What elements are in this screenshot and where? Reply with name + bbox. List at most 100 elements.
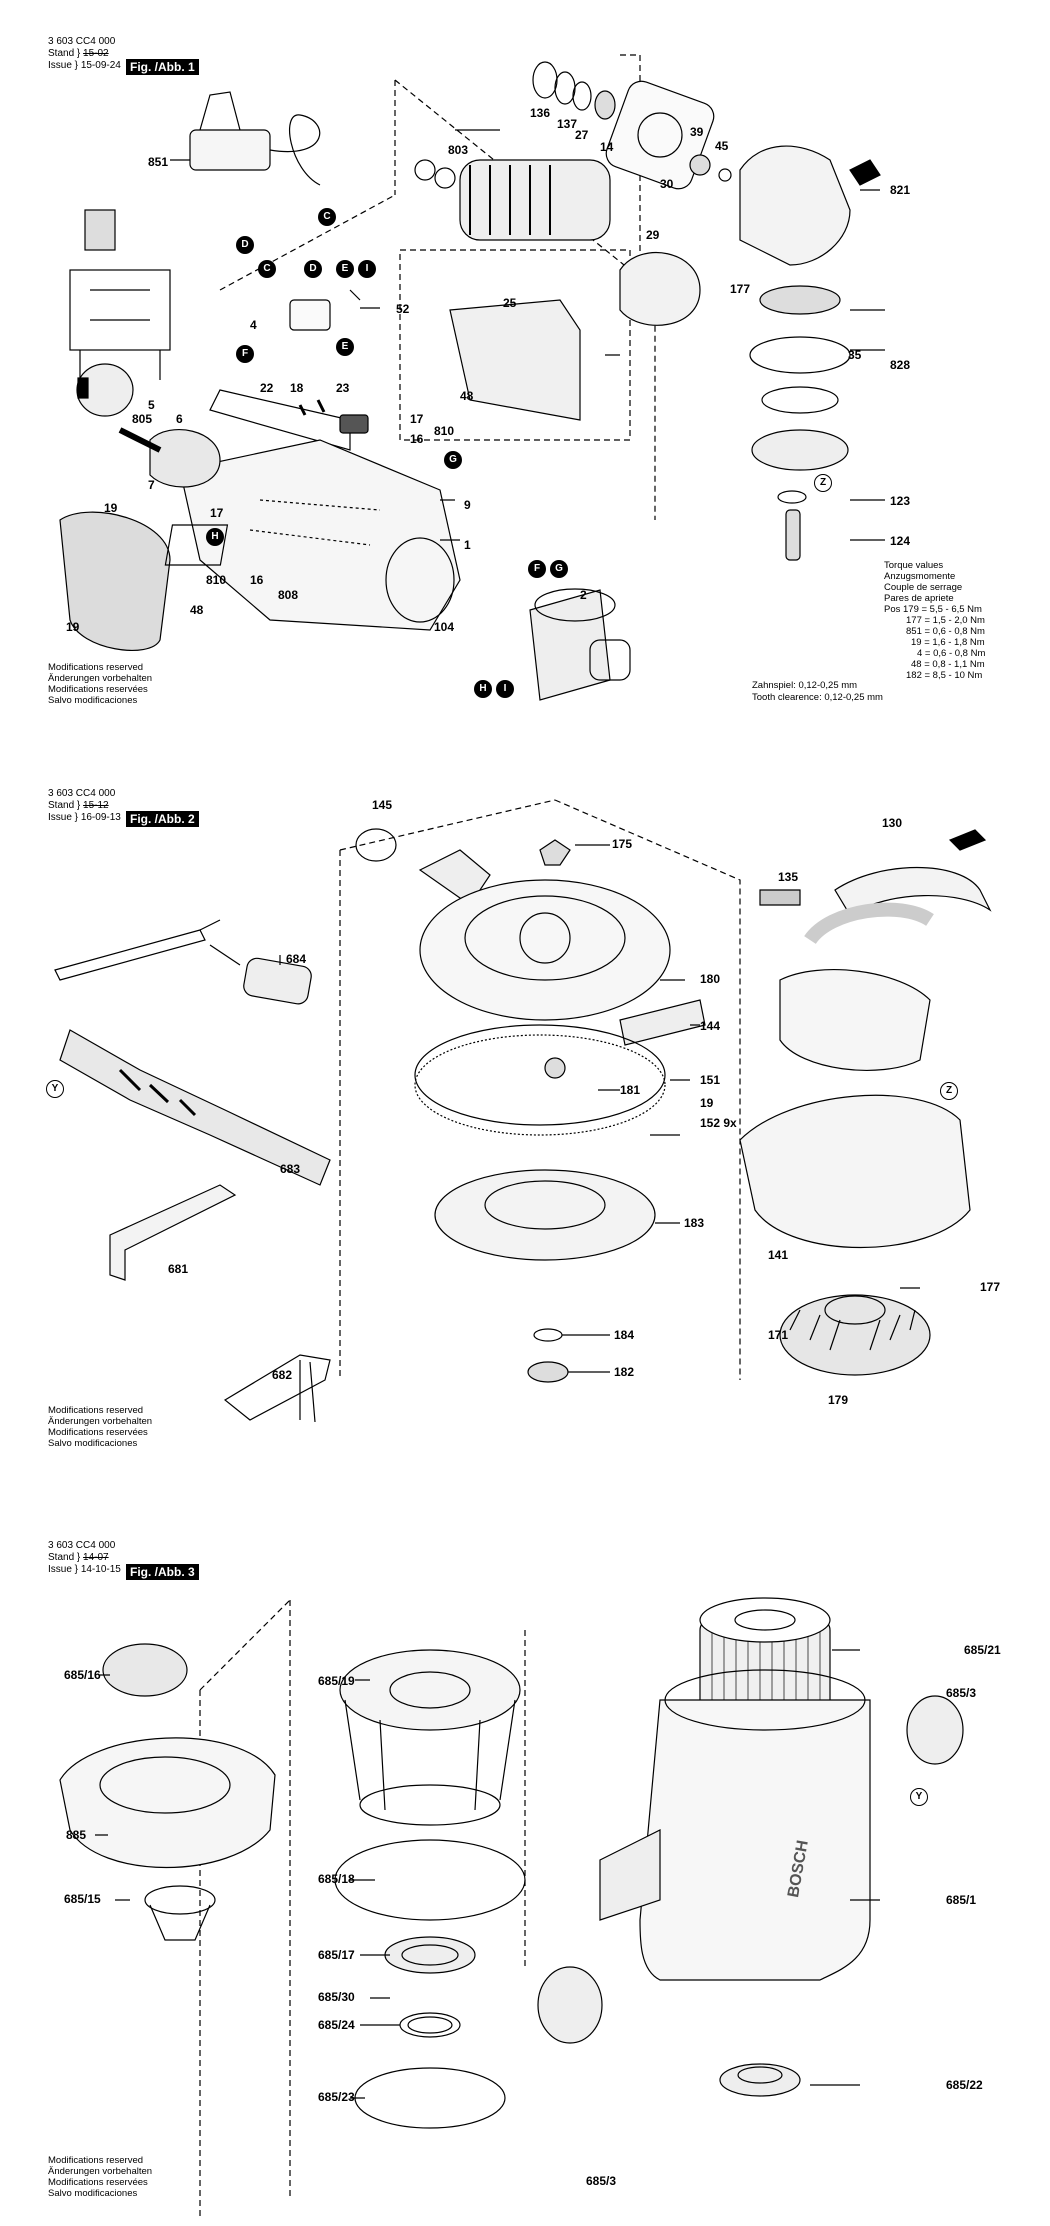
- part-label-16-bottom: 16: [250, 573, 264, 587]
- part-label-135: 135: [778, 870, 799, 884]
- mod-line: Salvo modificaciones: [48, 1438, 138, 1449]
- part-label-808: 808: [278, 588, 299, 602]
- part-label-179: 179: [828, 1393, 849, 1407]
- wire-marker-g-top: G: [444, 451, 462, 469]
- part-label-123: 123: [890, 494, 911, 508]
- part-label-141: 141: [768, 1248, 789, 1262]
- part-label-175: 175: [612, 837, 633, 851]
- part-label-48-top: 48: [460, 389, 474, 403]
- part-label-682: 682: [272, 1368, 293, 1382]
- part-label-151: 151: [700, 1073, 721, 1087]
- sheet-header: 3 603 CC4 000 Stand } 15-12 Issue } 16-0…: [48, 788, 121, 823]
- part-label-19: 19: [700, 1096, 714, 1110]
- wire-marker-i-bottom: I: [496, 680, 514, 698]
- torque-line: 4 = 0,6 - 0,8 Nm: [917, 648, 986, 659]
- part-label-171: 171: [768, 1328, 789, 1342]
- torque-line: 48 = 0,8 - 1,1 Nm: [911, 659, 985, 670]
- part-label-23: 23: [336, 381, 350, 395]
- figure-2-sheet: 3 603 CC4 000 Stand } 15-12 Issue } 16-0…: [0, 740, 1050, 1500]
- part-label-152-9x: 152 9x: [700, 1116, 737, 1130]
- part-label-177: 177: [980, 1280, 1001, 1294]
- part-label-30: 30: [660, 177, 674, 191]
- torque-line: 19 = 1,6 - 1,8 Nm: [911, 637, 985, 648]
- stand-label: Stand: [48, 1552, 75, 1563]
- torque-line: Anzugsmomente: [884, 571, 956, 582]
- modifications-note: Modifications reserved Änderungen vorbeh…: [48, 662, 152, 706]
- clearance-line: Tooth clearence: 0,12-0,25 mm: [752, 692, 883, 703]
- wire-marker-d-top: D: [236, 236, 254, 254]
- figure-3-sheet: 3 603 CC4 000 Stand } 14-07 Issue } 14-1…: [0, 1500, 1050, 2226]
- part-label-17-a: 17: [210, 506, 224, 520]
- exploded-view-drawing-1: [59, 54, 885, 701]
- issue-label: Issue: [48, 812, 72, 823]
- figure-tag: Fig. /Abb. 1: [126, 59, 199, 75]
- part-label-180: 180: [700, 972, 721, 986]
- part-label-685-21: 685/21: [964, 1643, 1001, 1657]
- part-label-17-b: 17: [410, 412, 424, 426]
- issue-date: 15-09-24: [80, 60, 121, 71]
- part-label-7: 7: [148, 478, 155, 492]
- part-label-144: 144: [700, 1019, 721, 1033]
- part-label-22: 22: [260, 381, 274, 395]
- part-label-52: 52: [396, 302, 410, 316]
- wire-marker-i-top: I: [358, 260, 376, 278]
- part-label-184: 184: [614, 1328, 635, 1342]
- part-label-177: 177: [730, 282, 751, 296]
- stand-date: 15-12: [83, 800, 109, 811]
- part-label-685-1: 685/1: [946, 1893, 977, 1907]
- part-label-685-16: 685/16: [64, 1668, 101, 1682]
- part-label-821: 821: [890, 183, 911, 197]
- part-label-810-bottom: 810: [206, 573, 227, 587]
- detail-marker-y: Y: [910, 1788, 928, 1806]
- drawing-number: 3 603 CC4 000: [48, 788, 116, 799]
- mod-line: Modifications reservées: [48, 2177, 148, 2188]
- mod-line: Änderungen vorbehalten: [48, 1416, 153, 1427]
- wire-marker-f-bottom: F: [528, 560, 546, 578]
- issue-label: Issue: [48, 1564, 72, 1575]
- part-label-685-3-top: 685/3: [946, 1686, 977, 1700]
- wire-marker-d-mid: D: [304, 260, 322, 278]
- part-label-145: 145: [372, 798, 393, 812]
- modifications-note: Modifications reserved Änderungen vorbeh…: [48, 2155, 152, 2199]
- part-label-684: 684: [286, 952, 307, 966]
- exploded-view-drawing-2: [54, 799, 992, 1423]
- wire-marker-e-top: E: [336, 260, 354, 278]
- part-label-39: 39: [690, 125, 704, 139]
- part-label-828: 828: [890, 358, 911, 372]
- mod-line: Salvo modificaciones: [48, 695, 138, 706]
- part-label-810-top: 810: [434, 424, 455, 438]
- part-label-182: 182: [614, 1365, 635, 1379]
- part-label-4: 4: [250, 318, 257, 332]
- torque-line: Pos 179 = 5,5 - 6,5 Nm: [884, 604, 982, 615]
- part-label-685-3-bottom: 685/3: [586, 2174, 617, 2188]
- figure-tag: Fig. /Abb. 2: [126, 811, 199, 827]
- part-label-885: 885: [66, 1828, 87, 1842]
- issue-label: Issue: [48, 60, 72, 71]
- wire-marker-h-bottom: H: [474, 680, 492, 698]
- part-label-27: 27: [575, 128, 589, 142]
- part-label-685-24: 685/24: [318, 2018, 355, 2032]
- torque-line: Torque values: [884, 560, 944, 571]
- part-label-685-30: 685/30: [318, 1990, 355, 2004]
- mod-line: Salvo modificaciones: [48, 2188, 138, 2199]
- part-label-35: 35: [848, 348, 862, 362]
- part-label-19-bottom: 19: [66, 620, 80, 634]
- part-label-136: 136: [530, 106, 551, 120]
- exploded-view-drawing-3: [59, 1597, 964, 2220]
- part-label-685-23: 685/23: [318, 2090, 355, 2104]
- mod-line: Änderungen vorbehalten: [48, 2166, 153, 2177]
- wire-marker-h-top: H: [206, 528, 224, 546]
- wire-marker-c-mid: C: [258, 260, 276, 278]
- detail-marker-z: Z: [940, 1082, 958, 1100]
- issue-date: 14-10-15: [80, 1564, 121, 1575]
- part-label-681: 681: [168, 1262, 189, 1276]
- part-label-18: 18: [290, 381, 304, 395]
- part-label-685-19: 685/19: [318, 1674, 355, 1688]
- wire-marker-f-top: F: [236, 345, 254, 363]
- part-label-6: 6: [176, 412, 183, 426]
- sheet-header: 3 603 CC4 000 Stand } 14-07 Issue } 14-1…: [48, 1540, 121, 1575]
- detail-marker-y: Y: [46, 1080, 64, 1098]
- modifications-note: Modifications reserved Änderungen vorbeh…: [48, 1405, 152, 1449]
- sheet-header: 3 603 CC4 000 Stand } 15-02 Issue } 15-0…: [48, 36, 121, 71]
- part-label-5: 5: [148, 398, 155, 412]
